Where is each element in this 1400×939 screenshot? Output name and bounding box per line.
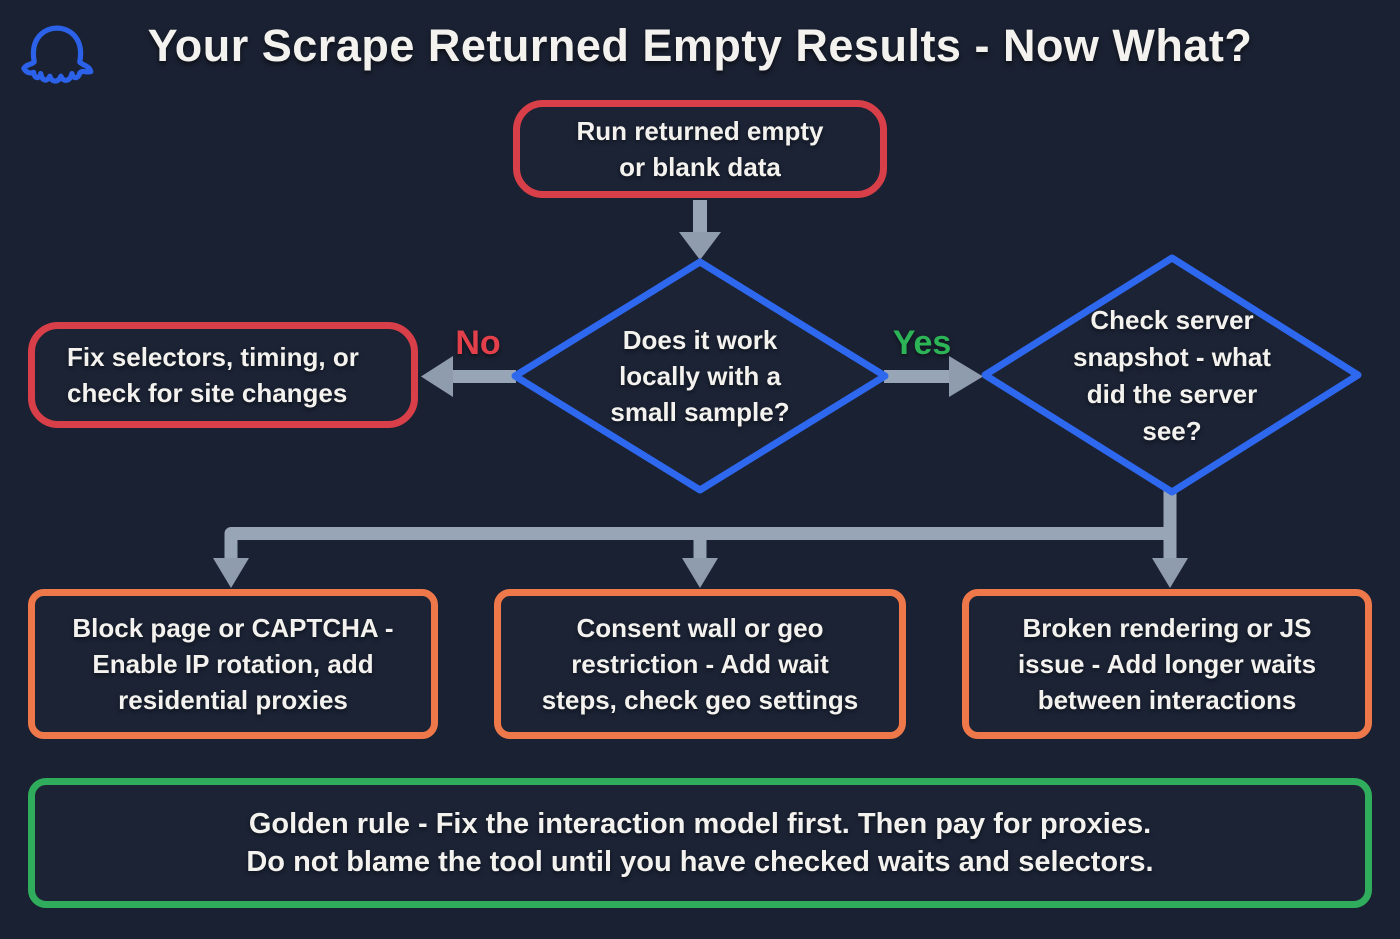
start-node-line: Run returned empty xyxy=(576,116,824,146)
outcome-captcha-line: Block page or CAPTCHA - xyxy=(72,613,394,643)
decision-snapshot-line: snapshot - what xyxy=(1073,342,1271,372)
outcome-consent-line: restriction - Add wait xyxy=(571,649,829,679)
outcome-consent-line: Consent wall or geo xyxy=(576,613,824,643)
start-node-line: or blank data xyxy=(619,152,781,182)
fix-selectors-line: check for site changes xyxy=(67,378,348,408)
arrow-to-outcome-2 xyxy=(682,558,718,588)
outcome-consent-line: steps, check geo settings xyxy=(541,685,859,715)
fix-selectors-node: Fix selectors, timing, or check for site… xyxy=(28,322,418,428)
arrow-to-outcome-1 xyxy=(213,558,249,588)
yes-label: Yes xyxy=(892,324,952,362)
arrow-start-to-decision xyxy=(679,200,721,260)
outcome-captcha-line: Enable IP rotation, add xyxy=(92,649,374,679)
decision-local-node: Does it work locally with a small sample… xyxy=(540,322,860,430)
outcome-rendering-line: Broken rendering or JS xyxy=(1022,613,1312,643)
decision-local-line: locally with a xyxy=(619,361,781,391)
start-node: Run returned empty or blank data xyxy=(513,100,887,198)
outcome-rendering-node: Broken rendering or JS issue - Add longe… xyxy=(962,589,1372,739)
decision-snapshot-line: Check server xyxy=(1090,305,1254,335)
decision-local-line: small sample? xyxy=(610,397,790,427)
octopus-logo-icon xyxy=(21,25,94,84)
arrow-to-outcome-3 xyxy=(1152,558,1188,588)
outcome-consent-node: Consent wall or geo restriction - Add wa… xyxy=(494,589,906,739)
page-title: Your Scrape Returned Empty Results - Now… xyxy=(147,20,1253,71)
decision-local-line: Does it work xyxy=(622,325,778,355)
no-label: No xyxy=(455,324,501,362)
outcome-rendering-line: between interactions xyxy=(1037,685,1297,715)
outcome-captcha-node: Block page or CAPTCHA - Enable IP rotati… xyxy=(28,589,438,739)
fix-selectors-line: Fix selectors, timing, or xyxy=(67,342,359,372)
decision-snapshot-line: see? xyxy=(1142,416,1202,446)
outcome-rendering-line: issue - Add longer waits xyxy=(1017,649,1317,679)
golden-rule-node: Golden rule - Fix the interaction model … xyxy=(28,778,1372,908)
connector-tree xyxy=(213,488,1188,588)
outcome-captcha-line: residential proxies xyxy=(118,685,348,715)
decision-snapshot-node: Check server snapshot - what did the ser… xyxy=(1042,302,1302,450)
golden-rule-line: Golden rule - Fix the interaction model … xyxy=(248,808,1152,840)
decision-snapshot-line: did the server xyxy=(1086,379,1258,409)
golden-rule-line: Do not blame the tool until you have che… xyxy=(246,846,1154,878)
